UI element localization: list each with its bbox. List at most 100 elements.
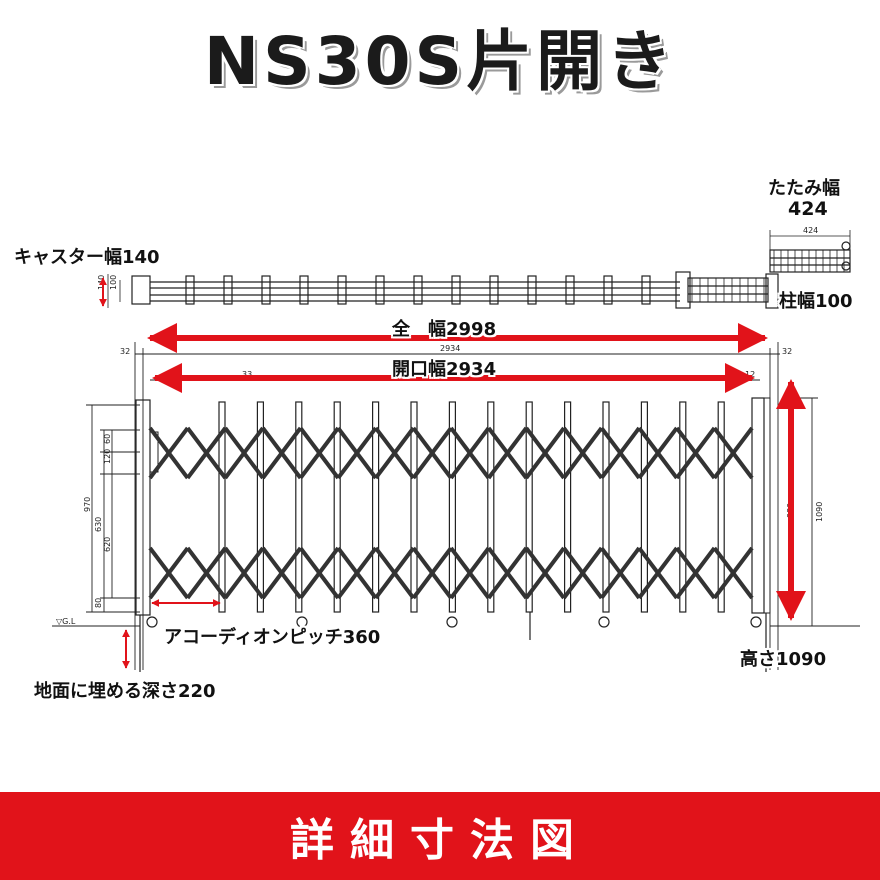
gate-post [410,401,418,613]
lattice-bar [298,546,340,600]
caster-wheel [446,616,458,628]
gate-post [333,401,341,613]
label-embed-depth: 地面に埋める深さ220 [34,681,216,702]
plan-block [489,275,499,305]
caster-wheel [146,616,158,628]
plan-block [185,275,195,305]
plan-block [565,275,575,305]
lattice-bar [336,546,378,600]
label-accordion-pitch: アコーディオンピッチ360 [164,627,381,648]
lattice-bar [261,546,303,600]
mark-80: 80 [94,598,103,608]
lattice-bar [223,426,265,480]
mark-620: 620 [103,537,112,552]
lattice-bar [487,426,528,480]
plan-folded-slats [691,278,765,302]
mark-2934: 2934 [440,344,460,353]
page-title: NS30S片開き [203,23,677,100]
plan-block [337,275,347,305]
lattice-bar [712,546,754,600]
mark-1090: 1090 [815,502,824,522]
gate-post [679,401,687,613]
lattice-bar [449,546,491,600]
plan-view [131,230,851,309]
mark-630: 630 [94,517,103,532]
gate-posts [218,401,725,613]
lattice-bar [261,426,303,480]
label-folded-width-value: 424 [788,198,828,220]
lattice-bar [562,426,604,480]
plan-block [299,275,309,305]
gate-post [717,401,725,613]
lattice-bar [675,546,716,600]
lattice-bar [374,546,415,600]
plan-block [527,275,537,305]
mark-120: 120 [103,449,112,464]
lattice-bar [637,546,679,600]
label-post-width: 柱幅100 [779,291,853,312]
inset-slats [773,250,845,272]
lattice-bar [186,426,227,480]
red-arrows [99,277,806,669]
caster-wheel [296,616,308,628]
label-height: 高さ1090 [740,649,827,670]
lattice-bar [637,426,679,480]
gate-post [218,401,226,613]
mark-left-32: 32 [120,347,130,356]
plan-block [451,275,461,305]
mark-gl: ▽G.L [56,617,76,626]
gate-post [563,401,572,613]
lattice-bar [148,546,190,600]
lattice-bar [449,426,491,480]
plan-block [223,275,233,305]
lattice-bar [148,426,190,480]
caster-wheel [750,616,762,628]
label-folded-width: たたみ幅 [768,178,840,199]
lattice-bar [599,426,641,480]
mark-60: 60 [103,434,112,444]
caster-wheel [598,616,610,628]
footer-band: 詳細寸法図 [0,792,880,880]
gate-post [487,401,495,613]
lattice-bar [712,426,754,480]
gate-post [448,401,456,613]
plan-blocks [185,275,651,305]
plan-block [413,275,423,305]
lattice-bar [524,546,566,600]
lattice-bar [298,426,340,480]
label-total-width: 全 幅2998 [392,319,497,340]
lattice-bar [562,546,604,600]
lattice-bar [186,546,227,600]
elevation-dimensions [52,342,860,670]
lattice-bar [374,426,415,480]
gate-post [525,401,533,613]
lattice-bar [411,546,453,600]
lattice-bar [223,546,265,600]
gate-post [602,401,610,613]
plan-block [603,275,613,305]
gate-post [256,401,264,613]
mark-140: 140 [97,275,106,290]
lattice-bar [336,426,378,480]
lattice-bar [524,426,566,480]
gate-post [295,401,303,613]
label-caster-width: キャスター幅140 [14,247,160,268]
gate-elevation [135,397,771,672]
lattice-bar [599,546,641,600]
gate-post [640,401,649,613]
plan-block [641,275,651,305]
lattice-bar [675,426,716,480]
mark-right-32: 32 [782,347,792,356]
footer-title: 詳細寸法図 [290,815,590,866]
gate-casters [146,616,762,628]
gate-lattice [148,426,754,600]
plan-block [375,275,385,305]
mark-970: 970 [83,497,92,512]
gate-post [372,401,380,613]
lattice-bar [411,426,453,480]
mark-424: 424 [803,226,818,235]
label-opening-width: 開口幅2934 [392,359,497,380]
mark-100: 100 [109,275,118,290]
